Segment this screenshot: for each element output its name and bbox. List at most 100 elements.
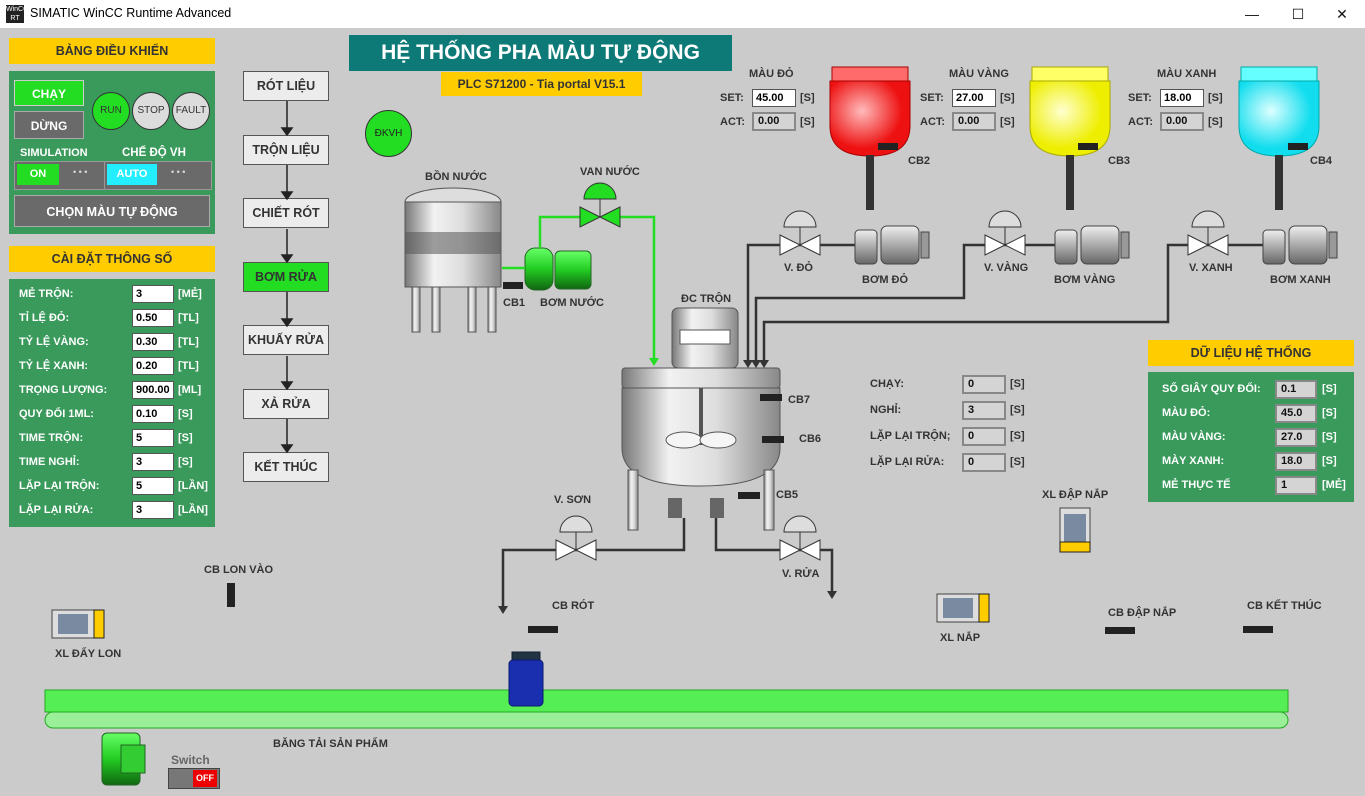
color-pump-label: BƠM XANH <box>1270 274 1331 286</box>
setting-input[interactable]: 0.20 <box>132 357 174 375</box>
press-cylinder-label: XL ĐẬP NẮP <box>1042 489 1109 501</box>
system-data-unit: [S] <box>1322 431 1337 443</box>
switch-grip: • • • <box>73 167 88 177</box>
water-pipeline <box>502 215 656 362</box>
minimize-button[interactable]: — <box>1245 6 1259 22</box>
setting-input[interactable]: 0.10 <box>132 405 174 423</box>
setting-input[interactable]: 5 <box>132 429 174 447</box>
system-data-value: 1 <box>1275 476 1317 495</box>
system-data-panel <box>1148 372 1354 502</box>
outlet-pipelines <box>501 518 834 610</box>
mixer-motor-label: ĐC TRỘN <box>681 293 732 305</box>
act-unit: [S] <box>800 116 815 128</box>
plc-subtitle: PLC S71200 - Tia portal V15.1 <box>441 72 642 96</box>
setting-input[interactable]: 5 <box>132 477 174 495</box>
close-button[interactable]: ✕ <box>1336 6 1348 22</box>
system-data-label: MÀU VÀNG: <box>1162 431 1226 443</box>
step-1[interactable]: RÓT LIỆU <box>243 71 329 101</box>
system-data-unit: [S] <box>1322 407 1337 419</box>
set-input[interactable]: 27.00 <box>952 89 996 107</box>
page-title: HỆ THỐNG PHA MÀU TỰ ĐỘNG <box>349 35 732 71</box>
app-icon: WinCC RT <box>6 5 29 23</box>
color-pumps <box>854 225 1338 265</box>
timer-value: 3 <box>962 401 1006 420</box>
setting-input[interactable]: 900.00 <box>132 381 174 399</box>
system-data-unit: [S] <box>1322 455 1337 467</box>
act-label: ACT: <box>1128 116 1154 128</box>
set-label: SET: <box>1128 92 1152 104</box>
step-3[interactable]: CHIẾT RÓT <box>243 198 329 228</box>
setting-input[interactable]: 0.30 <box>132 333 174 351</box>
water-pump-label: BƠM NƯỚC <box>540 297 604 309</box>
run-lamp: RUN <box>92 92 130 130</box>
step-7[interactable]: KẾT THÚC <box>243 452 329 482</box>
step-2[interactable]: TRỘN LIỆU <box>243 134 329 165</box>
act-value: 0.00 <box>752 112 796 131</box>
color-valve-label: V. VÀNG <box>984 262 1029 274</box>
timer-label: LẶP LẠI RỬA: <box>870 456 945 468</box>
conveyor-sensors <box>227 583 1273 634</box>
settings-title: CÀI ĐẶT THÔNG SỐ <box>9 246 215 272</box>
timer-label: LẶP LẠI TRỘN; <box>870 430 951 442</box>
pusher-label: XL ĐẨY LON <box>55 648 122 660</box>
mode-toggle[interactable]: AUTO • • • <box>104 161 212 190</box>
timer-unit: [S] <box>1010 456 1025 468</box>
setting-unit: [LẦN] <box>178 480 208 492</box>
setting-label: MẺ TRỘN: <box>19 288 74 300</box>
conveyor-switch[interactable]: OFF <box>168 768 220 789</box>
run-button[interactable]: CHẠY <box>14 80 84 106</box>
system-data-label: MẺ THỰC TẾ <box>1162 479 1231 491</box>
system-data-value: 45.0 <box>1275 404 1317 423</box>
color-name: MÀU XANH <box>1157 68 1217 80</box>
system-data-value: 27.0 <box>1275 428 1317 447</box>
timer-unit: [S] <box>1010 404 1025 416</box>
system-data-unit: [S] <box>1322 383 1337 395</box>
step-4[interactable]: BƠM RỬA <box>243 261 329 292</box>
mode-auto-state: AUTO <box>107 164 157 185</box>
timer-label: CHẠY: <box>870 378 905 390</box>
conveyor-motor <box>101 732 146 786</box>
setting-unit: [S] <box>178 432 193 444</box>
timer-label: NGHỈ: <box>870 404 902 416</box>
set-unit: [S] <box>1000 92 1015 104</box>
tank-sensor-label: CB3 <box>1108 155 1131 167</box>
fill-sensor-label: CB RÓT <box>552 600 595 612</box>
setting-input[interactable]: 3 <box>132 453 174 471</box>
window-titlebar <box>0 0 1365 28</box>
dkvh-indicator[interactable]: ĐKVH <box>365 110 412 157</box>
act-value: 0.00 <box>1160 112 1204 131</box>
setting-label: LẶP LẠI RỬA: <box>19 504 94 516</box>
cb7-label: CB7 <box>788 394 811 406</box>
set-input[interactable]: 18.00 <box>1160 89 1204 107</box>
lid-cylinder <box>936 593 990 623</box>
maximize-button[interactable]: ☐ <box>1291 6 1305 22</box>
timer-value: 0 <box>962 453 1006 472</box>
act-unit: [S] <box>1000 116 1015 128</box>
color-valve-label: V. ĐỎ <box>784 262 813 274</box>
set-label: SET: <box>720 92 744 104</box>
system-data-label: MÀU ĐỎ: <box>1162 407 1211 419</box>
simulation-label: SIMULATION <box>20 147 88 159</box>
auto-color-button[interactable]: CHỌN MÀU TỰ ĐỘNG <box>14 195 210 227</box>
step-6[interactable]: XẢ RỬA <box>243 388 329 419</box>
tank-sensor-label: CB2 <box>908 155 931 167</box>
system-data-label: MÀY XANH: <box>1162 455 1225 467</box>
color-pump-label: BƠM VÀNG <box>1054 274 1116 286</box>
setting-unit: [S] <box>178 456 193 468</box>
set-input[interactable]: 45.00 <box>752 89 796 107</box>
setting-input[interactable]: 3 <box>132 501 174 519</box>
system-data-unit: [MẺ] <box>1322 479 1346 491</box>
mixer-tank <box>621 307 784 531</box>
simulation-toggle[interactable]: ON • • • <box>14 161 112 190</box>
system-data-label: SỐ GIÂY QUY ĐỔI: <box>1162 383 1261 395</box>
water-tank <box>404 187 502 333</box>
wash-valve-label: V. RỬA <box>782 568 820 580</box>
press-cylinder <box>1059 507 1091 553</box>
setting-input[interactable]: 3 <box>132 285 174 303</box>
setting-label: TIME NGHỈ: <box>19 456 80 468</box>
act-label: ACT: <box>920 116 946 128</box>
setting-input[interactable]: 0.50 <box>132 309 174 327</box>
stop-button[interactable]: DỪNG <box>14 111 84 139</box>
cb5-label: CB5 <box>776 489 799 501</box>
